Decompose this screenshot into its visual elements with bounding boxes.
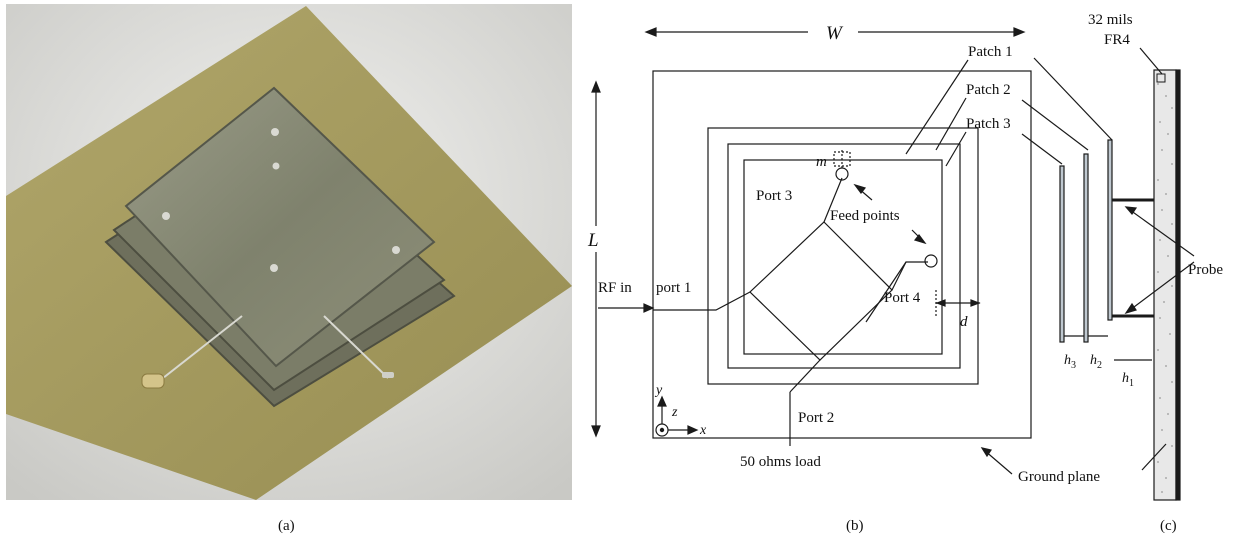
screw-icon [392, 246, 400, 254]
patch-2-label: Patch 2 [966, 82, 1011, 98]
feed-wire [323, 315, 389, 379]
fr4-dots [1157, 83, 1173, 493]
patch-3-leader [1021, 133, 1063, 165]
ground-plane-leader [1141, 443, 1167, 471]
ground-plane-conductor [1175, 69, 1181, 501]
screw-icon [272, 162, 280, 170]
arrowhead-icon [1124, 302, 1137, 315]
length-label: L [587, 230, 599, 251]
h2-label: h2 [1090, 353, 1102, 371]
arrowhead-icon [853, 183, 867, 194]
substrate-leader [1139, 47, 1163, 75]
screw-icon [270, 264, 278, 272]
fr4-substrate [1153, 69, 1177, 501]
screw-icon [271, 128, 279, 136]
axis-z-label: z [671, 405, 678, 420]
patch-3-leader [945, 131, 967, 167]
antenna-photo [6, 4, 572, 500]
arrowhead-icon [687, 425, 699, 435]
patch-plate-top [124, 86, 436, 368]
ground-plane-label: Ground plane [1018, 469, 1100, 485]
caption-c: (c) [1160, 518, 1177, 534]
substrate-thickness-label: 32 mils [1088, 12, 1133, 28]
feed-network-diamond [749, 221, 893, 361]
patch-1-leader [1033, 57, 1113, 141]
z-axis-dot [659, 427, 665, 433]
caption-b: (b) [846, 518, 864, 534]
probe-label: Probe [1188, 262, 1223, 278]
patch-1-leader [905, 59, 969, 155]
patch-2-leader [1021, 99, 1089, 151]
substrate-corner-mark [1156, 73, 1166, 83]
load-connector [382, 372, 394, 378]
sma-connector [141, 373, 165, 389]
arrowhead-icon [643, 303, 655, 313]
patch-1-outline [707, 127, 979, 385]
port-2-label: Port 2 [798, 410, 834, 426]
feed-line-port4 [865, 261, 928, 323]
h3-label: h3 [1064, 353, 1076, 371]
arrowhead-icon [970, 299, 981, 307]
port-3-label: Port 3 [756, 188, 792, 204]
patch-3-outline [743, 159, 943, 355]
arrowhead-icon [644, 27, 657, 37]
d-label: d [960, 314, 968, 330]
probe-leader [1129, 209, 1195, 257]
rf-in-label: RF in [598, 280, 632, 296]
port-4-label: Port 4 [884, 290, 921, 306]
feed-line [891, 261, 907, 291]
feed-point-port4 [924, 254, 938, 268]
arrowhead-icon [1124, 206, 1138, 215]
arrowhead-icon [980, 447, 992, 458]
patch-1-side [1107, 139, 1113, 321]
patch-1-label: Patch 1 [968, 44, 1013, 60]
antenna-photo-illustration [6, 4, 572, 500]
m-label: m [816, 154, 827, 170]
arrowhead-icon [935, 299, 946, 307]
substrate-material-label: FR4 [1104, 32, 1130, 48]
ground-plane-outline [652, 70, 1032, 439]
load-label: 50 ohms load [740, 454, 821, 470]
arrowhead-icon [591, 425, 601, 438]
feed-line [789, 359, 821, 393]
patch-2-leader [935, 97, 967, 151]
arrowhead-icon [913, 234, 927, 245]
h1-label: h1 [1122, 371, 1134, 389]
feed-line-port1 [653, 291, 751, 311]
feed-points-label: Feed points [830, 208, 900, 224]
axis-x-label: x [699, 423, 707, 438]
caption-a: (a) [278, 518, 295, 534]
axis-y-label: y [654, 383, 663, 398]
patch-3-side [1059, 165, 1065, 343]
arrowhead-icon [1013, 27, 1026, 37]
antenna-diagram-svg: W L [587, 12, 1223, 501]
patch-2-side [1083, 153, 1089, 343]
feed-wire [157, 315, 243, 383]
arrowhead-icon [657, 395, 667, 407]
feed-line [823, 177, 843, 223]
port-1-label: port 1 [656, 280, 691, 296]
width-label: W [826, 23, 844, 44]
antenna-diagram: W L [576, 4, 1236, 504]
probe-leader [1129, 261, 1195, 311]
arrowhead-icon [591, 80, 601, 93]
patch-3-label: Patch 3 [966, 116, 1011, 132]
patch-2-outline [727, 143, 961, 369]
screw-icon [162, 212, 170, 220]
